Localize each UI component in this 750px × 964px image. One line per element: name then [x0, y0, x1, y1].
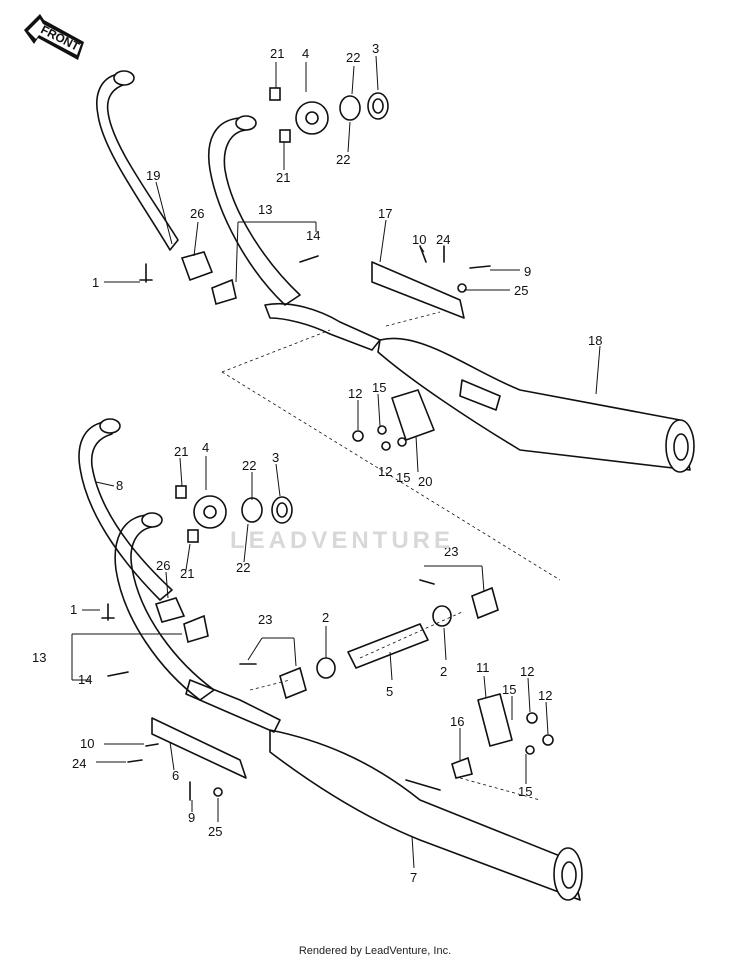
callout-8: 8 [116, 478, 123, 493]
callout-14: 14 [78, 672, 92, 687]
footer-credit: Rendered by LeadVenture, Inc. [298, 945, 452, 957]
callout-13: 13 [32, 650, 46, 665]
callout-14: 14 [306, 228, 320, 243]
callout-25: 25 [208, 824, 222, 839]
callout-4: 4 [202, 440, 209, 455]
upper-assembly [96, 70, 695, 581]
callout-10: 10 [80, 736, 94, 751]
lower-callouts: 21 4 22 3 8 22 21 26 1 23 13 14 23 2 2 5… [32, 440, 552, 885]
callout-15: 15 [396, 470, 410, 485]
upper-callouts: 21 4 22 3 22 21 19 26 13 14 17 10 24 9 2… [92, 41, 602, 489]
callout-21: 21 [270, 46, 284, 61]
callout-25: 25 [514, 283, 528, 298]
callout-7: 7 [410, 870, 417, 885]
callout-3: 3 [272, 450, 279, 465]
callout-3: 3 [372, 41, 379, 56]
callout-12: 12 [348, 386, 362, 401]
callout-19: 19 [146, 168, 160, 183]
callout-4: 4 [302, 46, 309, 61]
callout-26: 26 [190, 206, 204, 221]
callout-12: 12 [520, 664, 534, 679]
callout-9: 9 [524, 264, 531, 279]
callout-24: 24 [72, 756, 86, 771]
callout-9: 9 [188, 810, 195, 825]
callout-26: 26 [156, 558, 170, 573]
watermark: LEADVENTURE [230, 527, 455, 554]
lower-assembly [78, 418, 583, 901]
callout-16: 16 [450, 714, 464, 729]
callout-10: 10 [412, 232, 426, 247]
callout-17: 17 [378, 206, 392, 221]
callout-23: 23 [444, 544, 458, 559]
callout-22: 22 [336, 152, 350, 167]
callout-24: 24 [436, 232, 450, 247]
callout-12: 12 [378, 464, 392, 479]
callout-22: 22 [236, 560, 250, 575]
callout-11: 11 [476, 660, 490, 675]
front-arrow: FRONT [24, 14, 84, 60]
callout-15: 15 [518, 784, 532, 799]
callout-23: 23 [258, 612, 272, 627]
leader-lines [71, 55, 601, 869]
callout-2: 2 [322, 610, 329, 625]
callout-21: 21 [180, 566, 194, 581]
callout-12: 12 [538, 688, 552, 703]
callout-1: 1 [70, 602, 77, 617]
callout-5: 5 [386, 684, 393, 699]
callout-15: 15 [372, 380, 386, 395]
callout-22: 22 [242, 458, 256, 473]
callout-15: 15 [502, 682, 516, 697]
callout-21: 21 [276, 170, 290, 185]
callout-20: 20 [418, 474, 432, 489]
callout-21: 21 [174, 444, 188, 459]
callout-13: 13 [258, 202, 272, 217]
callout-2: 2 [440, 664, 447, 679]
callout-1: 1 [92, 275, 99, 290]
callout-22: 22 [346, 50, 360, 65]
callout-6: 6 [172, 768, 179, 783]
callout-18: 18 [588, 333, 602, 348]
